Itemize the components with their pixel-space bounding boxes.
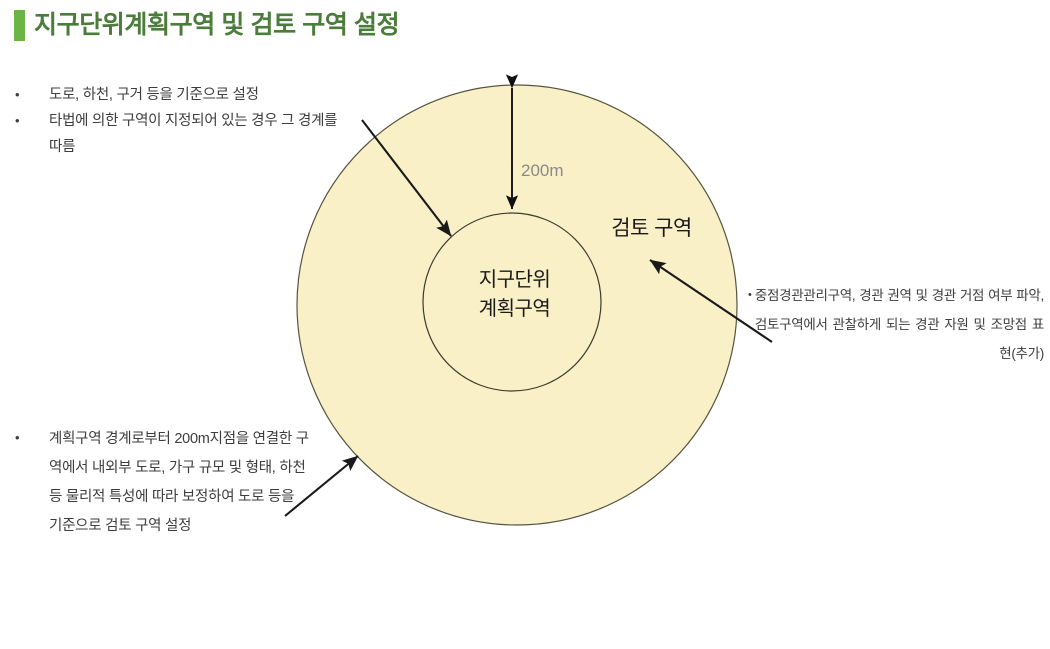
list-item: • 도로, 하천, 구거 등을 기준으로 설정 — [10, 82, 340, 108]
list-item: • 타법에 의한 구역이 지정되어 있는 경우 그 경계를 따름 — [10, 108, 340, 160]
title-accent-bar — [14, 10, 25, 41]
top-left-note-list: • 도로, 하천, 구거 등을 기준으로 설정 • 타법에 의한 구역이 지정되… — [10, 82, 340, 160]
note-text: 계획구역 경계로부터 200m지점을 연결한 구역에서 내외부 도로, 가구 규… — [49, 431, 309, 534]
bullet-marker-icon: • — [748, 289, 752, 301]
bottom-left-note-list: • 계획구역 경계로부터 200m지점을 연결한 구역에서 내외부 도로, 가구… — [10, 425, 310, 541]
callout-arrow-to-inner-zone — [361, 119, 452, 237]
page-header: 지구단위계획구역 및 검토 구역 설정 — [14, 10, 400, 41]
distance-label: 200m — [521, 161, 564, 180]
note-text: 타법에 의한 구역이 지정되어 있는 경우 그 경계를 따름 — [49, 113, 338, 155]
bullet-marker-icon: • — [15, 430, 20, 445]
right-annotation-note: • 중점경관관리구역, 경관 권역 및 경관 거점 여부 파악, 검토구역에서 … — [748, 281, 1044, 368]
note-text: 중점경관관리구역, 경관 권역 및 경관 거점 여부 파악, 검토구역에서 관찰… — [754, 288, 1044, 361]
page-title: 지구단위계획구역 및 검토 구역 설정 — [34, 10, 400, 39]
list-item: • 계획구역 경계로부터 200m지점을 연결한 구역에서 내외부 도로, 가구… — [10, 425, 310, 541]
bullet-marker-icon: • — [15, 87, 20, 102]
inner-zone-label-line2: 계획구역 — [478, 298, 551, 320]
inner-zone-label: 지구단위 계획구역 — [432, 266, 597, 324]
outer-zone-label: 검토 구역 — [611, 217, 692, 240]
note-text: 도로, 하천, 구거 등을 기준으로 설정 — [49, 87, 259, 103]
inner-zone-label-line1: 지구단위 — [478, 269, 551, 291]
bullet-marker-icon: • — [15, 113, 20, 128]
